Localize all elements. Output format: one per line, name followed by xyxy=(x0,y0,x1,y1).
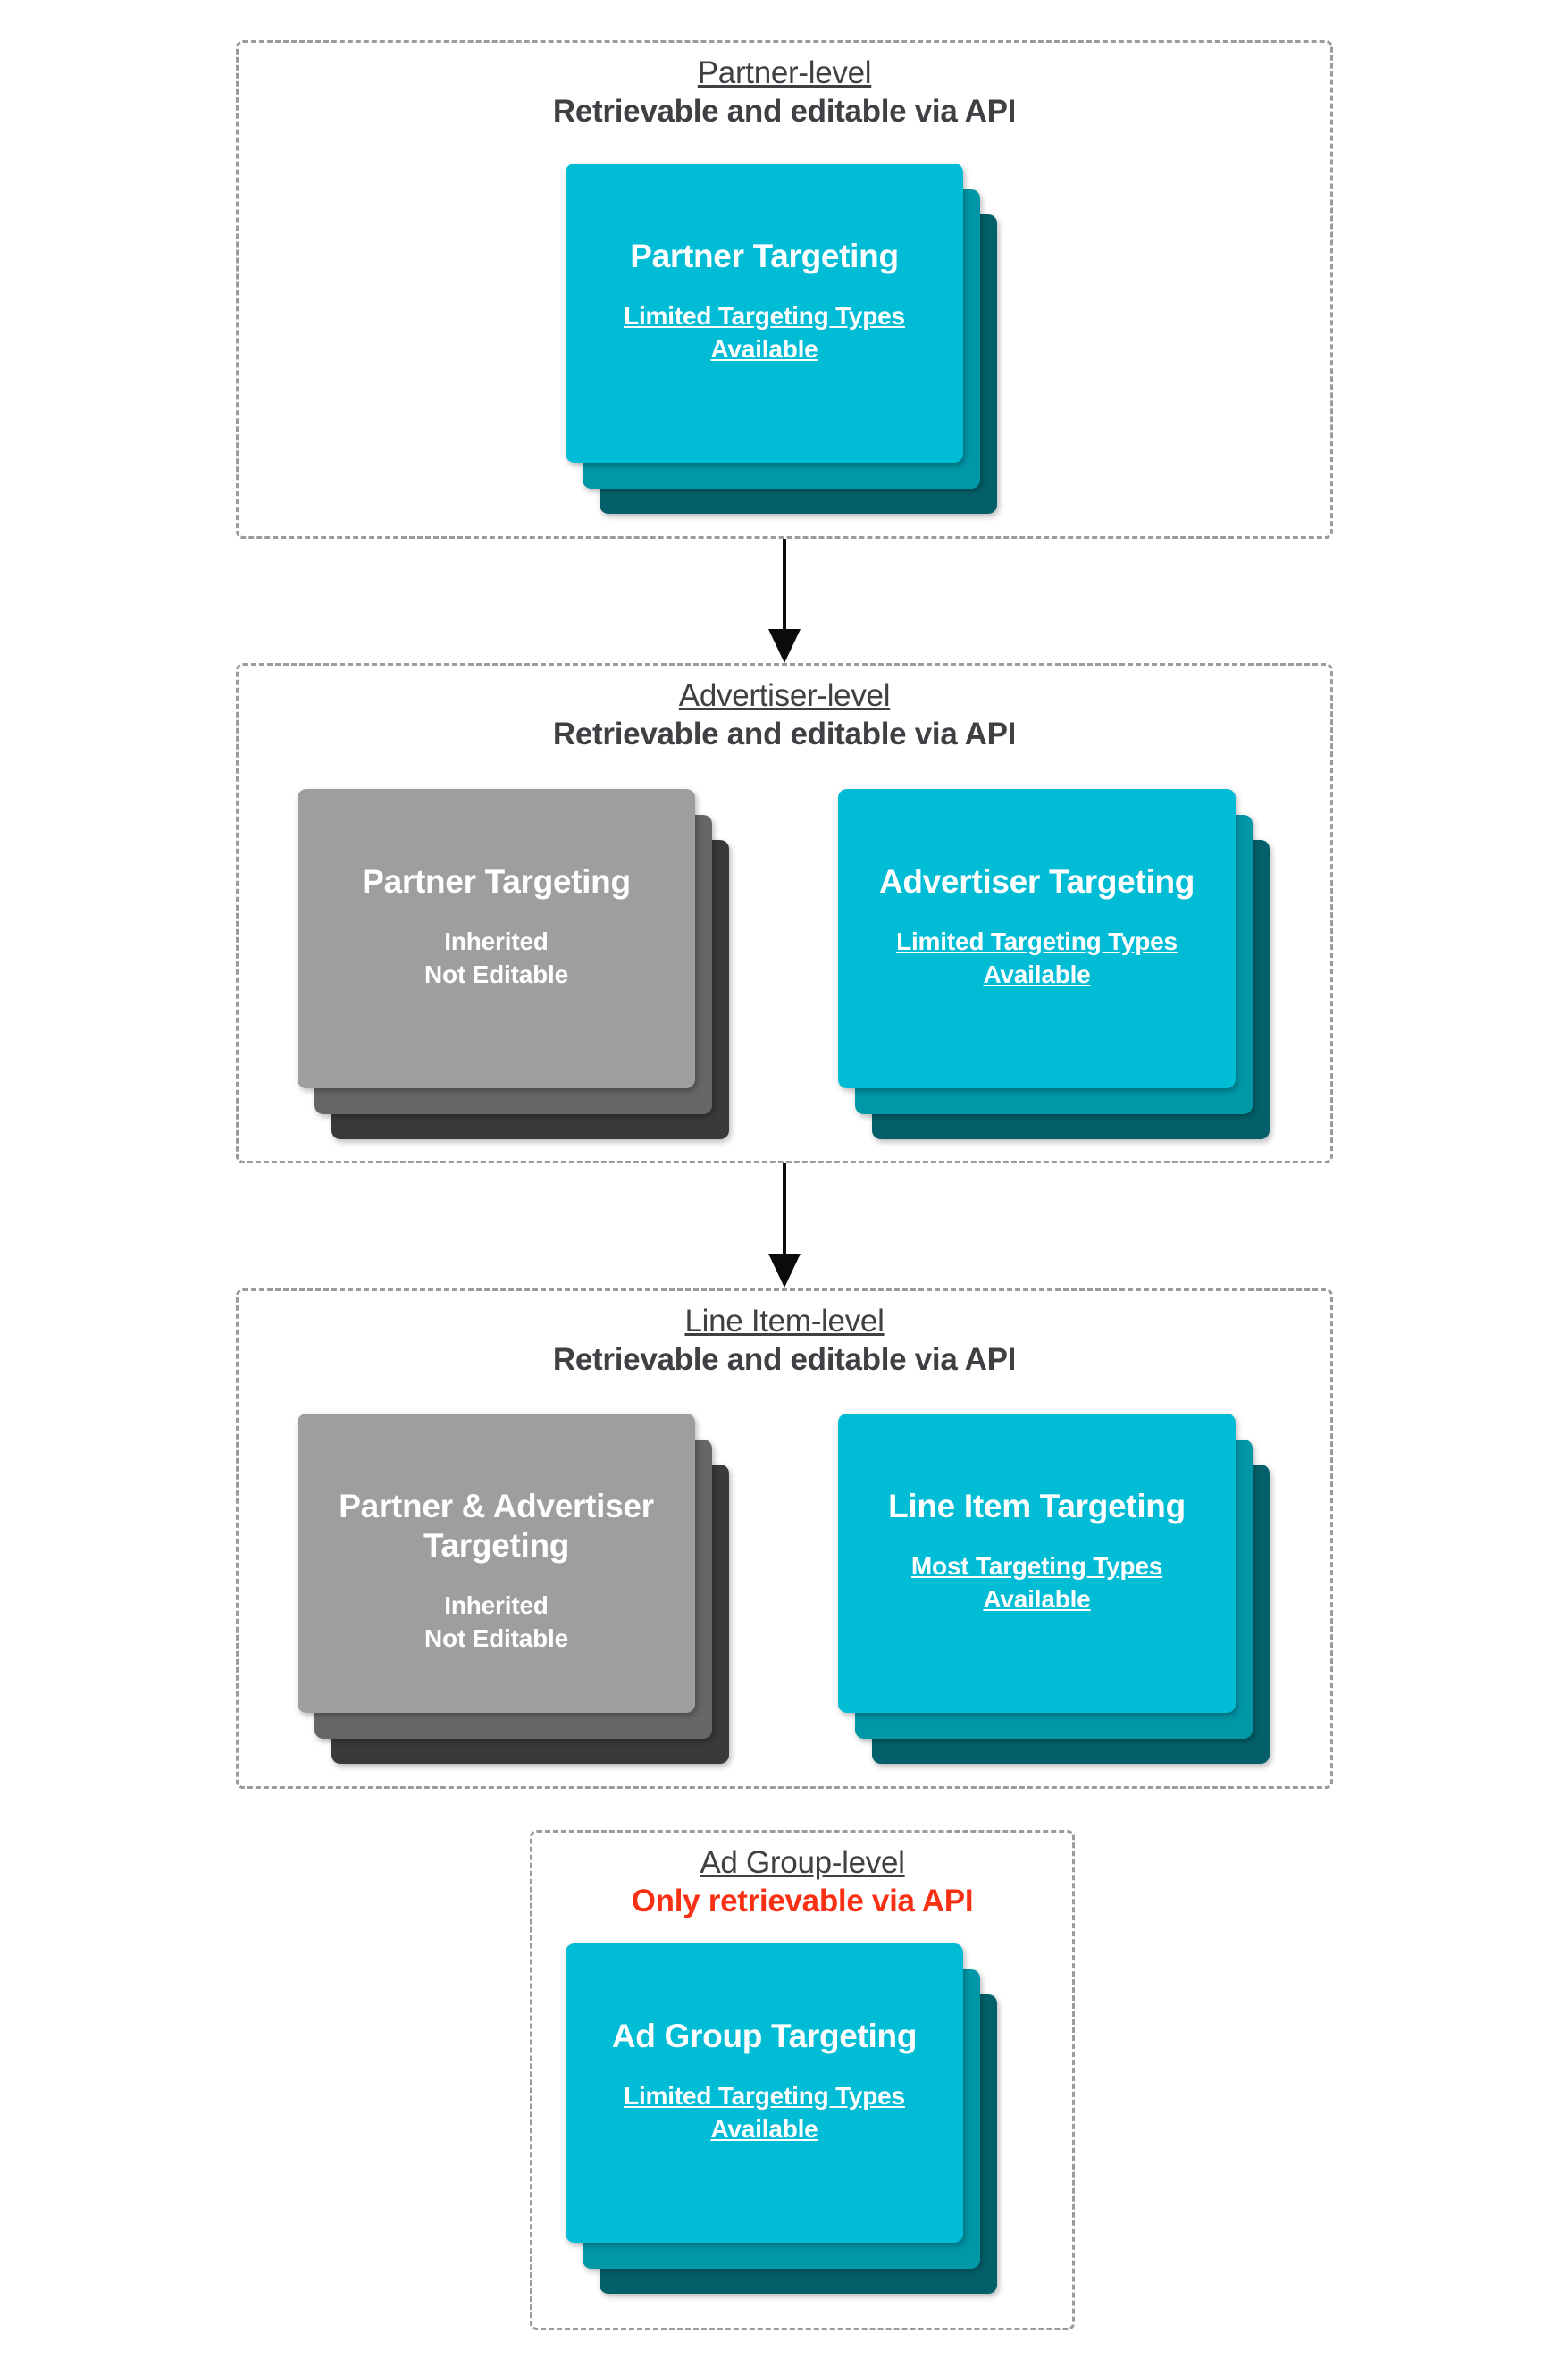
advertiser-level-header: Advertiser-level Retrievable and editabl… xyxy=(239,676,1330,753)
section-title: Partner-level xyxy=(697,55,872,90)
advertiser-level-box: Advertiser-level Retrievable and editabl… xyxy=(236,663,1333,1163)
section-title: Ad Group-level xyxy=(700,1845,905,1880)
line-item-targeting-card-stack: Line Item Targeting Most Targeting Types… xyxy=(838,1414,1270,1764)
inherited-partner-advertiser-card: Partner & Advertiser Targeting Inherited… xyxy=(298,1414,695,1713)
section-subtitle: Retrievable and editable via API xyxy=(552,717,1017,751)
card-subtitle-line: Limited Targeting Types xyxy=(624,302,905,330)
card-title: Line Item Targeting xyxy=(888,1488,1186,1524)
card-subtitle: Limited Targeting Types Available xyxy=(574,299,954,365)
card-title: Partner Targeting xyxy=(362,863,631,900)
ad-group-targeting-card-stack: Ad Group Targeting Limited Targeting Typ… xyxy=(566,1943,997,2294)
inherited-partner-advertiser-card-stack: Partner & Advertiser Targeting Inherited… xyxy=(298,1414,729,1764)
section-title: Advertiser-level xyxy=(678,678,891,713)
arrow-advertiser-to-lineitem-head xyxy=(768,1254,801,1288)
line-item-targeting-card: Line Item Targeting Most Targeting Types… xyxy=(838,1414,1236,1713)
line-item-level-header: Line Item-level Retrievable and editable… xyxy=(239,1302,1330,1379)
card-subtitle-line: Most Targeting Types xyxy=(910,1552,1163,1580)
inherited-partner-targeting-card: Partner Targeting Inherited Not Editable xyxy=(298,789,695,1088)
ad-group-level-box: Ad Group-level Only retrievable via API … xyxy=(530,1830,1075,2330)
section-subtitle: Retrievable and editable via API xyxy=(552,94,1017,129)
ad-group-targeting-card: Ad Group Targeting Limited Targeting Typ… xyxy=(566,1943,963,2243)
card-title: Ad Group Targeting xyxy=(611,2018,918,2054)
line-item-level-box: Line Item-level Retrievable and editable… xyxy=(236,1288,1333,1789)
arrow-advertiser-to-lineitem-line xyxy=(783,1163,786,1255)
arrow-partner-to-advertiser-line xyxy=(783,539,786,631)
section-subtitle: Retrievable and editable via API xyxy=(552,1342,1017,1377)
card-subtitle-line: Available xyxy=(710,335,818,363)
advertiser-targeting-card: Advertiser Targeting Limited Targeting T… xyxy=(838,789,1236,1088)
partner-level-header: Partner-level Retrievable and editable v… xyxy=(239,54,1330,130)
card-title: Advertiser Targeting xyxy=(878,863,1195,900)
ad-group-level-header: Ad Group-level Only retrievable via API xyxy=(532,1843,1072,1920)
arrow-partner-to-advertiser-head xyxy=(768,629,801,663)
card-subtitle: Limited Targeting Types Available xyxy=(847,925,1227,991)
card-title: Partner Targeting xyxy=(630,238,899,274)
card-subtitle-line: Inherited xyxy=(444,927,549,955)
partner-targeting-card-stack: Partner Targeting Limited Targeting Type… xyxy=(566,164,997,514)
card-subtitle: Inherited Not Editable xyxy=(306,1589,686,1655)
card-subtitle-line: Available xyxy=(983,1585,1091,1613)
card-subtitle-line: Available xyxy=(710,2115,818,2143)
card-subtitle: Most Targeting Types Available xyxy=(847,1549,1227,1616)
card-subtitle-line: Inherited xyxy=(444,1591,549,1619)
card-subtitle: Inherited Not Editable xyxy=(306,925,686,991)
card-subtitle: Limited Targeting Types Available xyxy=(574,2079,954,2145)
inherited-partner-targeting-card-stack: Partner Targeting Inherited Not Editable xyxy=(298,789,729,1139)
card-subtitle-line: Not Editable xyxy=(424,1624,568,1652)
card-subtitle-line: Not Editable xyxy=(424,961,568,988)
card-subtitle-line: Limited Targeting Types xyxy=(624,2082,905,2110)
partner-level-box: Partner-level Retrievable and editable v… xyxy=(236,40,1333,539)
advertiser-targeting-card-stack: Advertiser Targeting Limited Targeting T… xyxy=(838,789,1270,1139)
section-subtitle: Only retrievable via API xyxy=(631,1884,974,1918)
card-subtitle-line: Available xyxy=(983,961,1091,988)
card-title: Partner & Advertiser Targeting xyxy=(339,1488,654,1564)
section-title: Line Item-level xyxy=(684,1304,885,1339)
card-subtitle-line: Limited Targeting Types xyxy=(896,927,1178,955)
partner-targeting-card: Partner Targeting Limited Targeting Type… xyxy=(566,164,963,463)
